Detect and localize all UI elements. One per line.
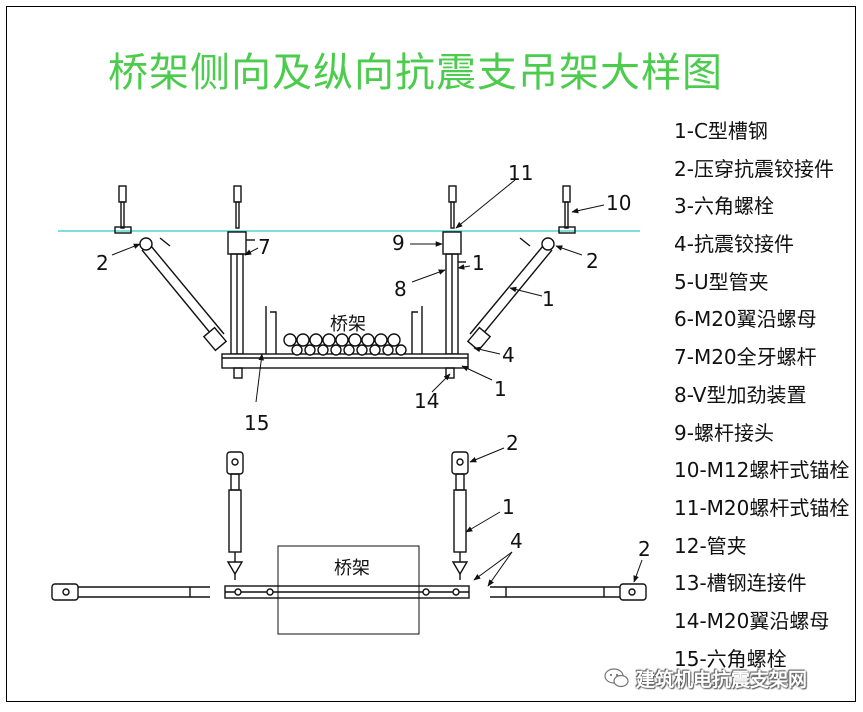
label-7: 7 [258, 235, 271, 259]
label-4-long: 4 [510, 529, 523, 553]
brace-right [466, 237, 555, 352]
legend-item: 5-U型管夹 [674, 269, 769, 294]
anchor-right [558, 185, 576, 234]
label-10: 10 [606, 191, 631, 215]
bracket-right [451, 451, 469, 580]
side-view-labels: 2 7 11 10 9 8 1 2 1 4 1 14 15 桥架 [96, 161, 631, 435]
label-1-brace: 1 [542, 287, 555, 311]
cables [283, 333, 407, 356]
anchor-rod-right [448, 185, 457, 229]
watermark: 建筑机电抗震支架网 [604, 664, 807, 692]
anchor-left [114, 185, 132, 234]
legend-item: 1-C型槽钢 [674, 119, 768, 143]
label-11: 11 [508, 161, 533, 185]
legend-item: 9-螺杆接头 [674, 420, 774, 445]
longitudinal-view [51, 447, 647, 635]
label-15: 15 [244, 411, 269, 435]
legend-item: 13-槽钢连接件 [674, 571, 807, 596]
legend-item: 14-M20翼沿螺母 [674, 608, 830, 633]
legend-item: 7-M20全牙螺杆 [674, 345, 817, 370]
horizontal-brace-right [490, 583, 647, 601]
label-tray-top: 桥架 [330, 314, 366, 335]
bracket-left [226, 451, 244, 580]
watermark-text: 建筑机电抗震支架网 [636, 668, 808, 691]
rod-right [442, 231, 466, 355]
legend-item: 15-六角螺栓 [674, 646, 787, 671]
horizontal-channel [224, 585, 470, 599]
label-8: 8 [394, 277, 407, 301]
label-2-top: 2 [506, 431, 519, 455]
label-2-right-long: 2 [638, 537, 651, 561]
legend-item: 6-M20翼沿螺母 [674, 307, 817, 332]
label-2-right: 2 [586, 249, 599, 273]
label-tray-box: 桥架 [334, 558, 370, 579]
label-2-left: 2 [96, 251, 109, 275]
label-9: 9 [392, 231, 405, 255]
rod-left [227, 231, 255, 355]
legend-item: 10-M12螺杆式锚栓 [674, 458, 850, 483]
drawing-frame [6, 6, 856, 702]
legend-item: 2-压穿抗震铰接件 [674, 156, 834, 181]
label-1-mid: 1 [472, 251, 485, 275]
parts-legend: 1-C型槽钢 2-压穿抗震铰接件 3-六角螺栓 4-抗震铰接件 5-U型管夹 6… [674, 118, 849, 683]
horizontal-brace-left [51, 583, 210, 601]
label-1-bottom: 1 [494, 377, 507, 401]
legend-item: 8-V型加劲装置 [674, 382, 807, 407]
legend-item: 3-六角螺栓 [674, 194, 774, 219]
leaders-top [111, 179, 605, 403]
cable-tray-box [277, 545, 420, 635]
label-1-long: 1 [502, 495, 515, 519]
leaders-bottom [465, 447, 643, 587]
diagram-title: 桥架侧向及纵向抗震支吊架大样图 [108, 50, 723, 96]
legend-item: 11-M20螺杆式锚栓 [674, 495, 850, 520]
legend-item: 12-管夹 [674, 533, 747, 558]
label-14: 14 [414, 389, 439, 413]
legend-item: 4-抗震铰接件 [674, 232, 794, 257]
longitudinal-view-labels: 2 1 4 2 桥架 [334, 431, 651, 579]
label-4: 4 [502, 343, 515, 367]
tray-walls [265, 306, 423, 354]
bottom-channel [221, 353, 469, 379]
brace-left [139, 237, 228, 352]
anchor-rod-left [233, 185, 242, 229]
wechat-icon [604, 668, 629, 688]
side-view [111, 179, 605, 403]
